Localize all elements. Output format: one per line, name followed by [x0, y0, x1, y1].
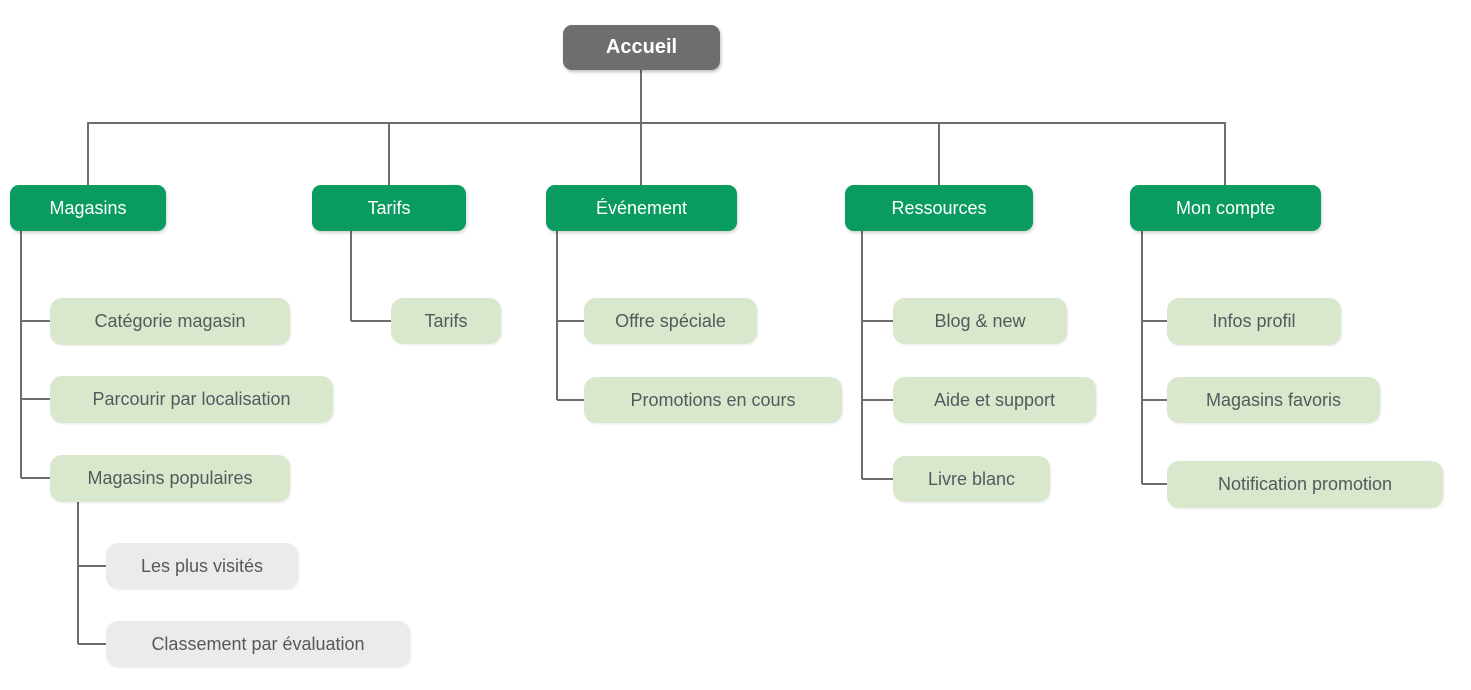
node-parcourir-par-localisation[interactable]: Parcourir par localisation: [50, 376, 333, 423]
node-magasins[interactable]: Magasins: [10, 185, 166, 231]
connector-root: [87, 70, 1226, 185]
node-livre-blanc[interactable]: Livre blanc: [893, 456, 1050, 502]
node-accueil[interactable]: Accueil: [563, 25, 720, 70]
connector-tarifs: [350, 231, 391, 322]
connector-evenement: [556, 231, 584, 401]
node-mon-compte[interactable]: Mon compte: [1130, 185, 1321, 231]
connector-magasins: [20, 231, 106, 645]
node-ressources[interactable]: Ressources: [845, 185, 1033, 231]
node-magasins-populaires[interactable]: Magasins populaires: [50, 455, 290, 502]
node-offre-speciale[interactable]: Offre spéciale: [584, 298, 757, 344]
node-blog-new[interactable]: Blog & new: [893, 298, 1067, 344]
node-notification-promotion[interactable]: Notification promotion: [1167, 461, 1443, 508]
node-les-plus-visites[interactable]: Les plus visités: [106, 543, 298, 589]
node-magasins-favoris[interactable]: Magasins favoris: [1167, 377, 1380, 423]
node-aide-et-support[interactable]: Aide et support: [893, 377, 1096, 423]
node-evenement[interactable]: Événement: [546, 185, 737, 231]
node-classement-par-evaluation[interactable]: Classement par évaluation: [106, 621, 410, 667]
node-infos-profil[interactable]: Infos profil: [1167, 298, 1341, 345]
node-promotions-en-cours[interactable]: Promotions en cours: [584, 377, 842, 423]
connector-ressources: [861, 231, 893, 480]
node-tarifs[interactable]: Tarifs: [312, 185, 466, 231]
node-tarifs-sub[interactable]: Tarifs: [391, 298, 501, 344]
node-categorie-magasin[interactable]: Catégorie magasin: [50, 298, 290, 345]
connector-mon-compte: [1141, 231, 1167, 485]
